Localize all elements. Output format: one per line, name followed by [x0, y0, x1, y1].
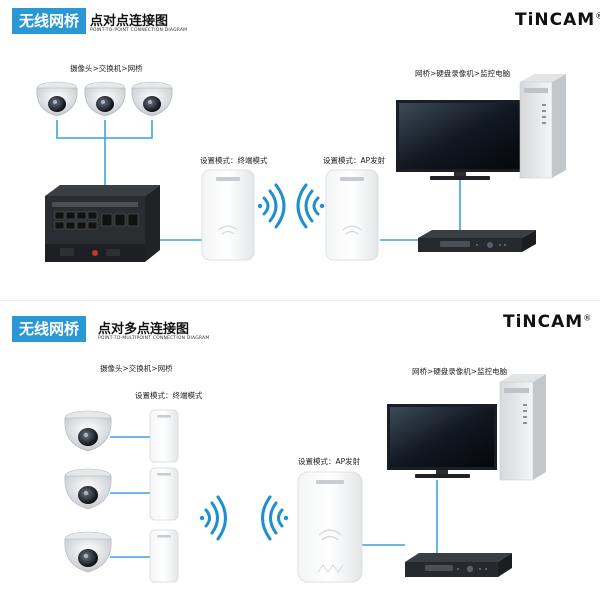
top-right-group-label: 网桥>硬盘录像机>监控电脑 [415, 69, 511, 78]
wireless-bridge-icon [325, 169, 379, 261]
bottom-badge: 无线网桥 [12, 316, 87, 342]
dome-camera-icon [64, 410, 112, 452]
wifi-signal-icon [261, 495, 289, 541]
bottom-right-group-label: 网桥>硬盘录像机>监控电脑 [412, 367, 508, 376]
top-title: 点对点连接图 [90, 14, 169, 29]
top-bridge-right-label: 设置模式：AP发射 [323, 156, 386, 165]
pc-tower-icon [519, 74, 566, 179]
dvr-recorder-icon [418, 230, 536, 252]
bottom-brand-mark: ® [583, 313, 593, 323]
pc-tower-icon [499, 374, 546, 481]
monitor-icon [387, 404, 497, 478]
top-brand-logo: TiNCAM® [515, 10, 600, 30]
wireless-bridge-icon [149, 529, 179, 583]
dome-camera-icon [36, 81, 78, 117]
dome-camera-icon [64, 468, 112, 510]
bottom-brand-logo: TiNCAM® [503, 312, 592, 332]
top-bridge-left-label: 设置模式：终端模式 [200, 156, 268, 165]
bottom-connection-lines [110, 436, 438, 558]
dome-camera-icon [131, 81, 173, 117]
monitor-icon [396, 100, 524, 180]
top-brand-mark: ® [595, 11, 600, 20]
bottom-title: 点对多点连接图 [98, 322, 190, 337]
dome-camera-icon [64, 531, 112, 573]
top-brand-text: TiNCAM [515, 10, 596, 30]
dome-camera-icon [84, 81, 126, 117]
wireless-bridge-icon [201, 169, 255, 261]
wifi-signal-icon [257, 183, 286, 229]
section-divider [0, 300, 600, 301]
bottom-bridge-right-label: 设置模式：AP发射 [298, 457, 361, 466]
bottom-left-group-label: 摄像头>交换机>网桥 [100, 364, 173, 373]
bottom-brand-text: TiNCAM [503, 312, 584, 332]
wireless-bridge-icon [149, 409, 179, 463]
top-left-group-label: 摄像头>交换机>网桥 [70, 64, 143, 73]
wifi-signal-icon [199, 495, 227, 541]
network-switch-icon [45, 185, 160, 262]
dvr-recorder-icon [405, 553, 512, 577]
bottom-subtitle: POINT-TO-MULTIPOINT CONNECTION DIAGRAM [98, 336, 210, 341]
wireless-bridge-icon [297, 471, 363, 583]
wifi-signal-icon [296, 183, 325, 229]
wireless-bridge-icon [149, 467, 179, 521]
top-subtitle: POINT-TO-POINT CONNECTION DIAGRAM [90, 28, 188, 33]
bottom-bridge-left-label: 设置模式：终端模式 [135, 391, 203, 400]
top-badge: 无线网桥 [12, 8, 87, 34]
